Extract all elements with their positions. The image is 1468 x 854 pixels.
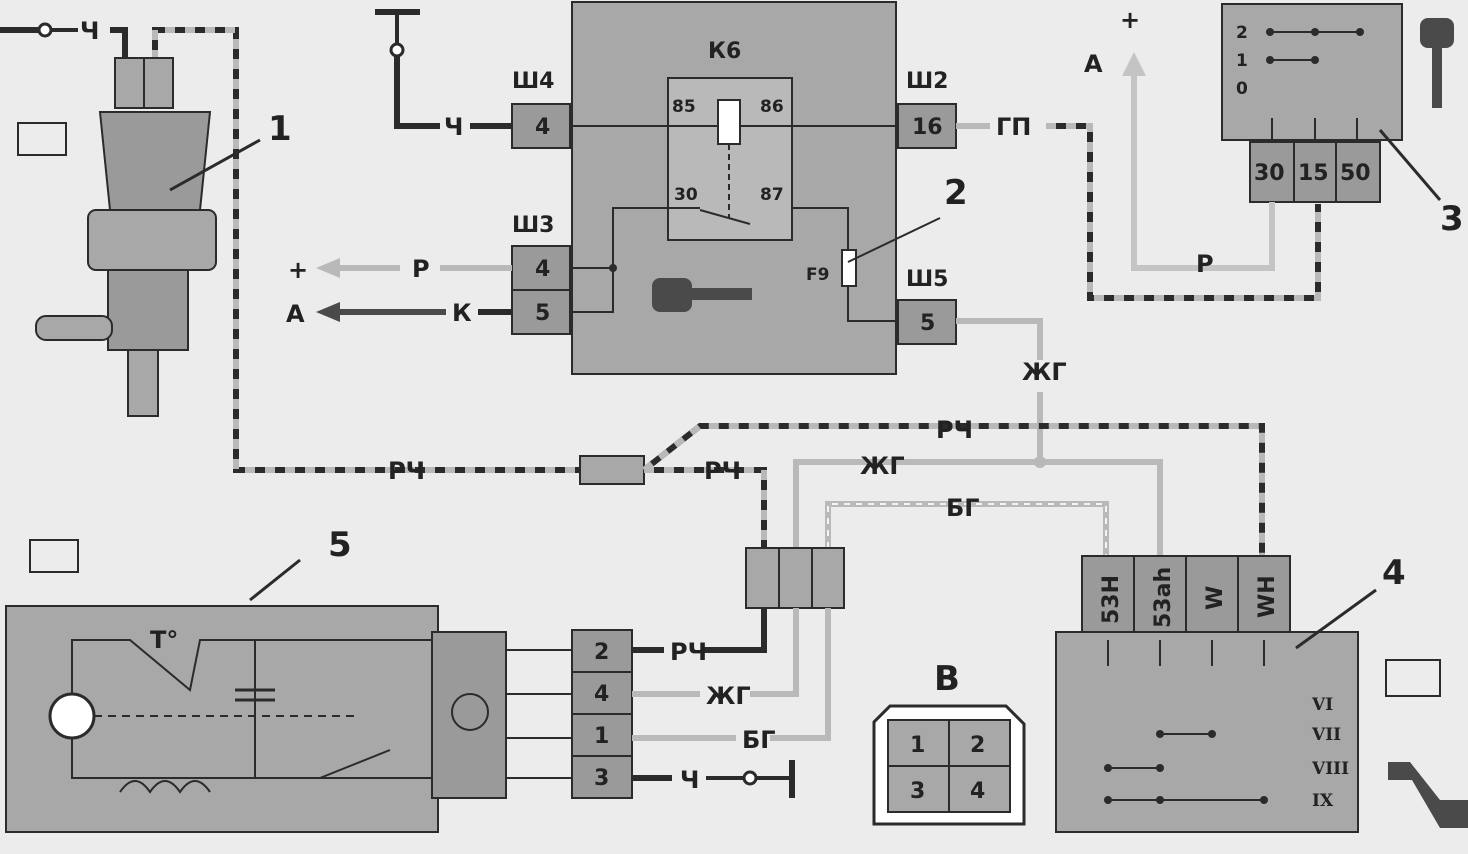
relay-contact-87: 87 <box>760 185 784 205</box>
label-plus-right: + <box>1120 6 1140 34</box>
wire-label-rch-bottom-left: РЧ <box>388 457 425 485</box>
ignition-switch-terminals-1: 15 <box>1298 161 1329 186</box>
connector-pins-sh5-pin: 5 <box>920 311 935 336</box>
wire-label-ch-top-left: Ч <box>80 17 99 45</box>
wiper-pos-ix: IX <box>1312 791 1334 811</box>
wire-label-ch-relay: Ч <box>444 113 463 141</box>
motor-connector: 2 4 1 3 РЧ ЖГ БГ Ч <box>506 629 795 799</box>
ignition-terminal-50 <box>1335 141 1381 203</box>
wiper-switch-terminals-2: W <box>1203 586 1228 610</box>
wiper-switch-terminals-3: WH <box>1255 575 1280 618</box>
relay-contact-30: 30 <box>674 185 698 205</box>
connector-sh2-label: Ш2 <box>906 69 949 94</box>
connector-sh2-pin <box>897 103 957 149</box>
motor-pin-2 <box>571 629 633 673</box>
wire-label-r-right: Р <box>1196 250 1214 278</box>
relay-contact-85: 85 <box>672 97 696 117</box>
wiper-pos-viii: VIII <box>1311 759 1349 779</box>
motor-connector-pins-3: 3 <box>594 766 609 791</box>
wiper-pos-vi: VI <box>1311 695 1333 715</box>
middle-harness: РЧ РЧ РЧ ЖГ БГ <box>388 416 1265 741</box>
label-plus-left: + <box>288 256 308 284</box>
wire-label-zhg-motor: ЖГ <box>706 682 751 710</box>
wiper-motor: 5 T° <box>5 525 507 833</box>
washer-icon <box>1385 659 1441 697</box>
wire-label-ch-motor: Ч <box>680 766 699 794</box>
connector-pins-sh2-pin: 16 <box>912 115 943 140</box>
motor-icon <box>48 692 96 740</box>
wiper-icon <box>29 539 79 573</box>
wire-label-k-left: К <box>452 299 472 327</box>
key-icon <box>1420 18 1454 108</box>
motor-connector-pins-2: 1 <box>594 724 609 749</box>
wiper-term-wh <box>1237 555 1291 633</box>
connector-b-pins-2: 3 <box>910 779 925 804</box>
inline-connector <box>579 455 645 485</box>
connector-b: В 1 2 3 4 <box>872 659 1026 826</box>
relay-block: К6 85 86 30 87 F9 2 Ш4 4 Ш3 4 5 Ш <box>511 1 968 375</box>
label-a-right: А <box>1084 50 1103 78</box>
fuse-f9 <box>841 249 857 287</box>
wire-label-bg-mid: БГ <box>946 494 980 522</box>
ignition-pos-0: 0 <box>1236 79 1248 99</box>
washer-icon <box>17 122 67 156</box>
wiper-switch-terminals-1: 53ah <box>1151 567 1176 628</box>
wire-label-rch-mid: РЧ <box>704 457 741 485</box>
connector-b-pins-3: 4 <box>970 779 985 804</box>
wire-label-bg-motor: БГ <box>742 726 776 754</box>
connector-b-pins-1: 2 <box>970 733 985 758</box>
connector-sh3-pin-5 <box>511 289 571 335</box>
item-number-5: 5 <box>328 525 352 565</box>
item-number-3: 3 <box>1440 199 1464 239</box>
thermal-label: T° <box>150 626 178 654</box>
wire-label-rch-top: РЧ <box>936 416 973 444</box>
wire-label-zhg-vertical: ЖГ <box>1022 358 1067 386</box>
connector-pins-sh4-pin: 4 <box>535 115 550 140</box>
connector-sh4-label: Ш4 <box>512 69 555 94</box>
relay-wires: Ч Р + К А ГП ЖГ <box>286 9 1321 462</box>
motor-pin-1 <box>571 713 633 757</box>
item-number-2: 2 <box>944 173 968 213</box>
washer-pump: Ч 1 <box>0 17 580 473</box>
item-number-4: 4 <box>1382 553 1406 593</box>
wiper-switch: 53H 53ah W WH VI VII VIII IX 4 <box>1055 553 1468 833</box>
ignition-switch-terminals-0: 30 <box>1254 161 1285 186</box>
connector-sh5-label: Ш5 <box>906 267 949 292</box>
connector-pins-sh3-pin-b: 5 <box>535 301 550 326</box>
fuse-f9-label: F9 <box>806 265 829 285</box>
label-a-left: А <box>286 300 305 328</box>
ignition-pos-2: 2 <box>1236 23 1248 43</box>
relay-contact-86: 86 <box>760 97 784 117</box>
wire-label-gp: ГП <box>996 113 1031 141</box>
wiper-term-53h <box>1081 555 1135 633</box>
connector-sh3-label: Ш3 <box>512 213 555 238</box>
ignition-terminal-15 <box>1293 141 1337 203</box>
connector-sh4-pin <box>511 103 571 149</box>
motor-connector-pins-0: 2 <box>594 640 609 665</box>
item-number-1: 1 <box>268 109 292 149</box>
relay-k6-label: К6 <box>708 39 741 64</box>
wire-label-rch-motor: РЧ <box>670 638 707 666</box>
connector-pins-sh3-pin-a: 4 <box>535 257 550 282</box>
wire-label-zhg-mid: ЖГ <box>860 452 905 480</box>
ignition-pos-1: 1 <box>1236 51 1248 71</box>
pedal-icon <box>1388 762 1468 828</box>
wiper-switch-terminals-0: 53H <box>1099 575 1124 624</box>
key-icon <box>652 278 752 312</box>
motor-connector-pins-1: 4 <box>594 682 609 707</box>
connector-b-pins-0: 1 <box>910 733 925 758</box>
wiper-pos-vii: VII <box>1311 725 1341 745</box>
harness-connector <box>745 547 845 609</box>
wire-label-r-left: Р <box>412 255 430 283</box>
connector-b-label: В <box>934 659 960 699</box>
ignition-switch: 2 1 0 30 15 50 3 + А Р <box>1084 3 1464 278</box>
ignition-switch-terminals-2: 50 <box>1340 161 1371 186</box>
